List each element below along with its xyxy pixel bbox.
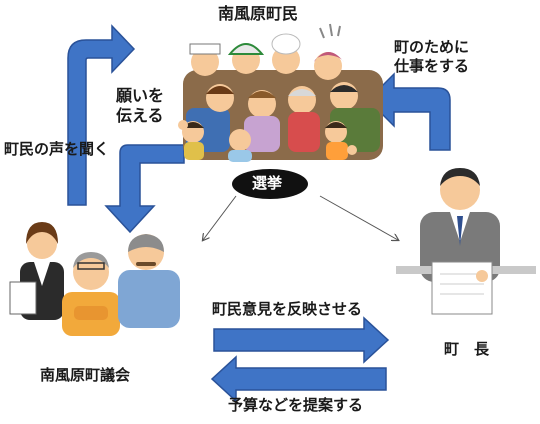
propose-label: 予算などを提案する bbox=[228, 396, 364, 414]
townspeople-illustration bbox=[178, 23, 383, 162]
work-label-line2: 仕事をする bbox=[394, 56, 470, 75]
arrow-reflect bbox=[213, 316, 390, 364]
council-label: 南風原町議会 bbox=[40, 366, 131, 384]
arrow-work bbox=[366, 72, 451, 151]
election-badge bbox=[232, 169, 308, 199]
mayor-illustration bbox=[396, 168, 536, 315]
wishes-label: 願いを 伝える bbox=[116, 86, 164, 126]
arrow-listen bbox=[67, 24, 136, 206]
wishes-label-line2: 伝える bbox=[116, 106, 164, 125]
work-label: 町のために 仕事をする bbox=[394, 38, 469, 76]
work-label-line1: 町のために bbox=[394, 38, 470, 56]
townspeople-label: 南風原町民 bbox=[218, 4, 299, 23]
arrow-propose bbox=[210, 355, 387, 403]
mayor-label: 町 長 bbox=[444, 340, 490, 358]
arrow-wishes bbox=[104, 144, 185, 234]
election-label: 選挙 bbox=[252, 174, 283, 192]
election-arrow-council bbox=[203, 195, 237, 240]
council-illustration bbox=[9, 222, 180, 336]
reflect-label: 町民意見を反映させる bbox=[212, 300, 363, 318]
wishes-label-line1: 願いを bbox=[116, 86, 165, 105]
listen-label: 町民の声を聞く bbox=[4, 140, 110, 158]
election-arrow-mayor bbox=[319, 195, 398, 240]
